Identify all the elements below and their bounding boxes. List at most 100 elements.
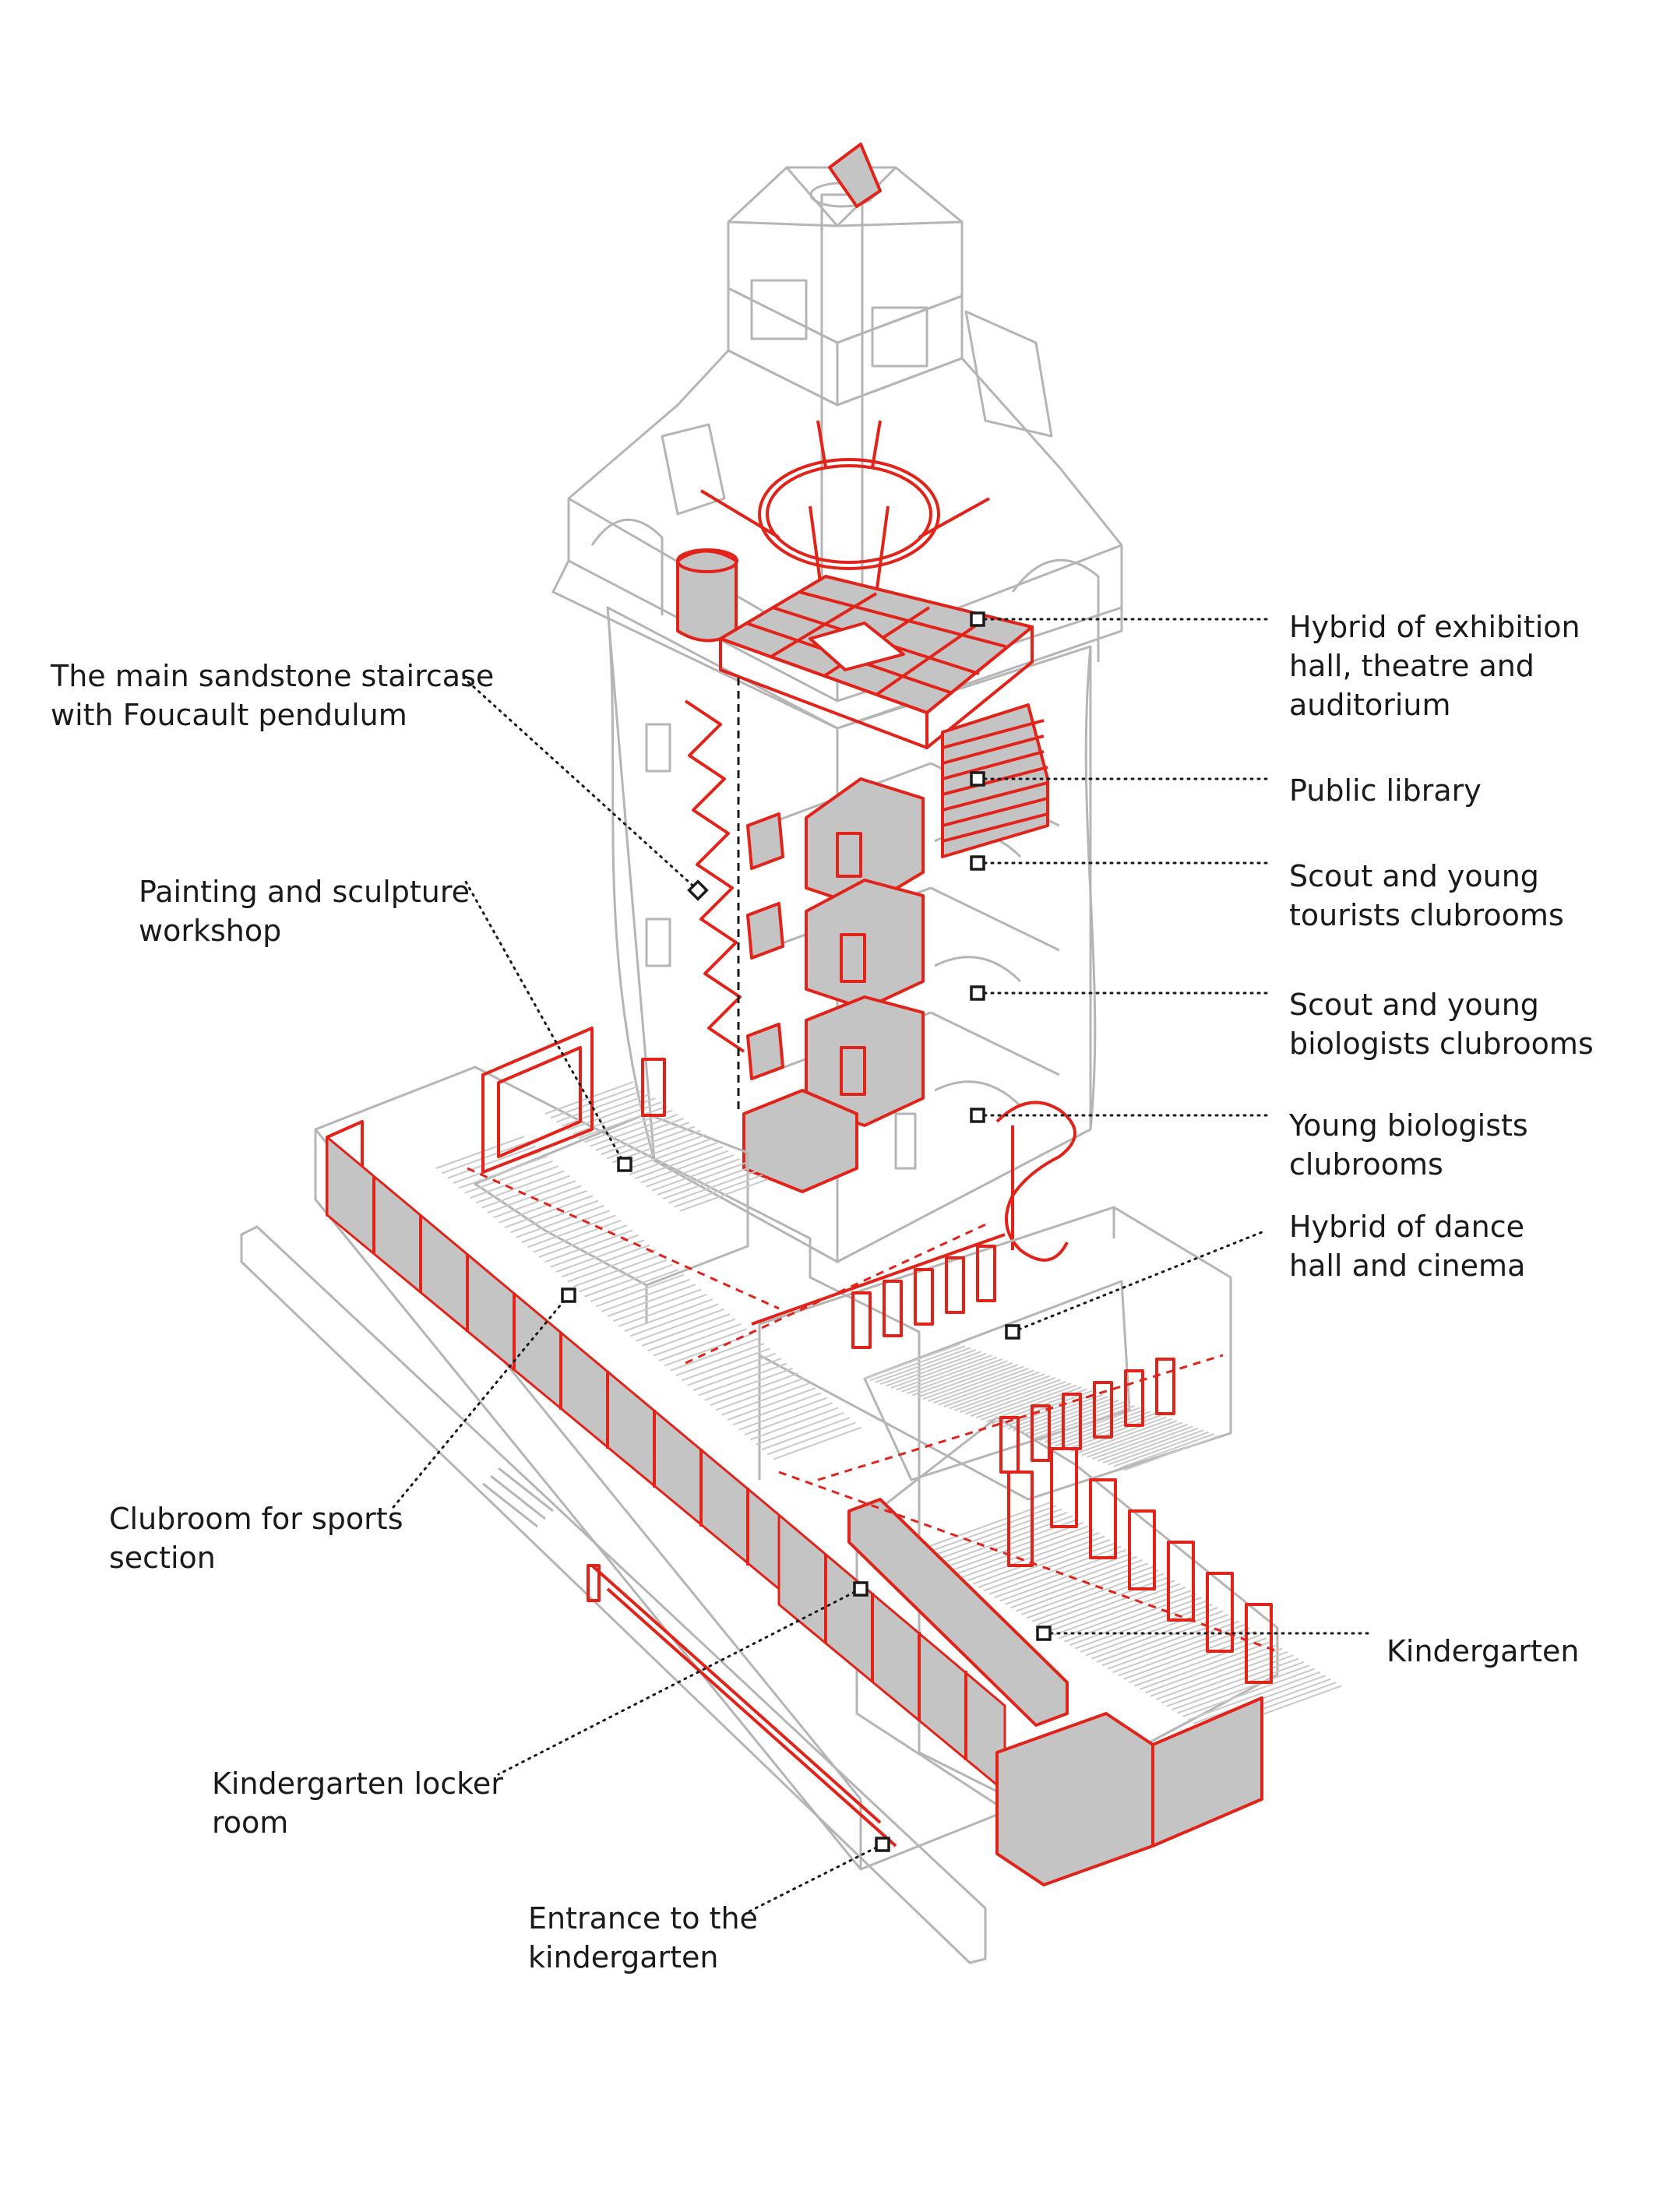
hatch-line [1118,1627,1251,1677]
hatch-line [885,1351,981,1387]
hatch-line [629,1303,719,1337]
hatch-line [1023,1399,1119,1435]
hatch-line [1129,1634,1261,1684]
hatch-line [983,1542,1116,1592]
hatch-line [435,1136,525,1169]
leader-line-staircase [462,676,699,892]
hatch-line [573,1254,662,1287]
hatch-line [662,1166,752,1200]
hatch-line [1144,1644,1277,1694]
label-line: Kindergarten locker [212,1766,503,1801]
hatch-line [641,1313,731,1347]
hatch-line [670,1337,759,1372]
hatch-line [911,1360,1008,1397]
hatch-line [1017,1397,1114,1434]
label-painting-workshop: Painting and sculpture workshop [139,872,470,950]
hatch-line [544,1229,633,1263]
hatch-line [978,1538,1111,1588]
label-sports-clubroom: Clubroom for sports section [109,1499,403,1577]
hatch-line [773,1426,861,1460]
hatch-line [1119,1433,1214,1470]
label-line: workshop [139,914,282,948]
label-public-library: Public library [1289,771,1482,810]
marker-workshop [617,1157,632,1172]
label-line: tourists clubrooms [1289,898,1564,932]
marker-entrance [875,1837,890,1852]
hatch-line [738,1397,827,1431]
marker-scout-biologists [970,985,985,1001]
hatch-line [578,1259,668,1293]
hatch-line [607,1284,696,1317]
hatch-line [1039,1405,1135,1442]
hatch-line [961,1528,1094,1578]
hatch-line [679,1178,768,1212]
hatch-line [896,1354,992,1391]
hatch-line [933,1368,1029,1404]
label-line: Scout and young [1289,988,1539,1022]
floor-hatching [435,1081,1342,1735]
label-young-biologists: Young biologists clubrooms [1289,1106,1528,1184]
label-line: Scout and young [1289,859,1539,893]
hatch-line [675,1343,765,1376]
label-line: Hybrid of exhibition [1289,610,1580,644]
hatch-line [970,1380,1066,1417]
hatch-line [1188,1671,1320,1721]
hatch-line [521,1210,611,1243]
hatch-line [1016,1562,1148,1612]
marker-locker [853,1581,869,1597]
hatch-line [749,1407,839,1441]
hatch-line [999,1552,1133,1602]
leader-line-locker [497,1587,862,1776]
label-line: biologists clubrooms [1289,1027,1594,1061]
hatch-line [1139,1640,1272,1690]
dashed-guides [467,1167,1278,1653]
hatch-line [458,1155,548,1189]
label-line: Hybrid of dance [1289,1210,1525,1244]
hatch-line [562,1093,650,1127]
hatch-line [555,1239,645,1273]
label-line: clubrooms [1289,1147,1443,1182]
marker-dance-cinema [1005,1324,1020,1340]
hatch-line [1102,1427,1199,1464]
label-main-staircase: The main sandstone staircase with Foucau… [51,657,494,734]
hatch-line [550,1085,639,1119]
hatch-line [1112,1623,1246,1674]
hatch-line [1097,1425,1193,1462]
hatch-line [924,1505,1057,1555]
hatch-line [988,1545,1122,1595]
hatch-line [464,1160,553,1194]
hatch-line [533,1219,622,1253]
hatch-line [481,1175,570,1209]
hatch-line [957,1525,1089,1575]
hatch-line [935,1511,1068,1562]
hatch-line [1031,1573,1164,1622]
tower-insertions [676,143,1076,1262]
marker-exhibition [970,611,985,627]
hatch-line [509,1199,599,1234]
hatch-line [629,1142,718,1175]
wing-insertions [326,1027,1273,1886]
hatch-line [447,1145,536,1179]
label-exhibition-hall: Hybrid of exhibition hall, theatre and a… [1289,608,1580,724]
hatch-line [618,1133,706,1168]
hatch-line [550,1234,639,1268]
hatch-line [1049,1408,1146,1445]
hatch-line [556,1089,645,1123]
hatch-line [595,1118,684,1151]
hatch-line [938,1369,1034,1406]
hatch-line [943,1371,1040,1407]
hatch-line [636,1308,724,1342]
hatch-line [492,1185,582,1219]
hatch-line [1013,1396,1108,1432]
label-line: hall, theatre and [1289,649,1534,683]
hatch-line [1113,1431,1210,1467]
hatch-line [744,1402,833,1435]
hatch-line [573,1101,662,1135]
hatch-line [561,1244,650,1278]
label-line: section [109,1541,216,1575]
hatch-line [1076,1418,1172,1454]
hatch-line [972,1535,1105,1585]
hatch-line [1007,1393,1104,1430]
hatch-line [1020,1566,1154,1615]
